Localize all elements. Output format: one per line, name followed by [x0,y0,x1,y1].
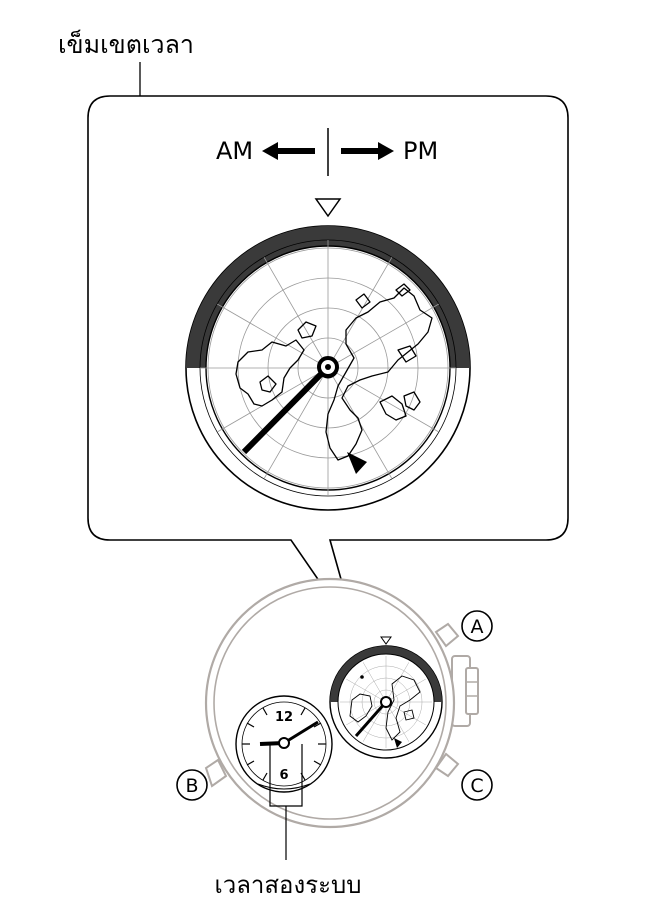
pusher-b[interactable] [204,758,228,788]
button-a-marker: A [461,610,493,642]
top-triangle-marker-icon [314,198,342,218]
dual-minute-hand [283,720,319,745]
am-pm-indicator: AM PM [216,128,438,176]
subdial-pointer-icon [394,738,402,748]
world-time-dial-large [185,198,471,511]
dual-time-bracket [269,744,303,860]
pusher-a[interactable] [434,622,460,648]
svg-text:A: A [471,616,484,638]
right-arrow-icon [341,142,394,160]
svg-text:C: C [470,775,483,797]
hour-pointer-icon [347,452,367,474]
watch: 12 6 [204,577,479,829]
dual-time-arc [257,783,311,790]
pusher-c[interactable] [434,752,460,778]
subdial-am-arc [330,646,442,702]
subdial-dot [360,675,364,679]
world-time-subdial [329,636,443,759]
button-c-marker: C [461,769,493,801]
dual-time-subdial: 12 6 [235,695,333,793]
world-time-hand-label: เข็มเขตเวลา [58,29,194,59]
dial-12-numeral: 12 [275,710,293,725]
world-time-hand [241,364,331,455]
am-label: AM [216,137,253,165]
dual-time-label: เวลาสองระบบ [215,871,362,899]
pm-label: PM [403,137,438,165]
left-arrow-icon [262,142,315,160]
dial-6-numeral: 6 [279,768,288,783]
svg-text:B: B [185,775,198,797]
subdial-triangle-icon [380,636,392,645]
subdial-hand [354,701,388,737]
watch-bezel [213,586,447,820]
world-map [200,240,456,496]
button-b-marker: B [176,769,208,801]
